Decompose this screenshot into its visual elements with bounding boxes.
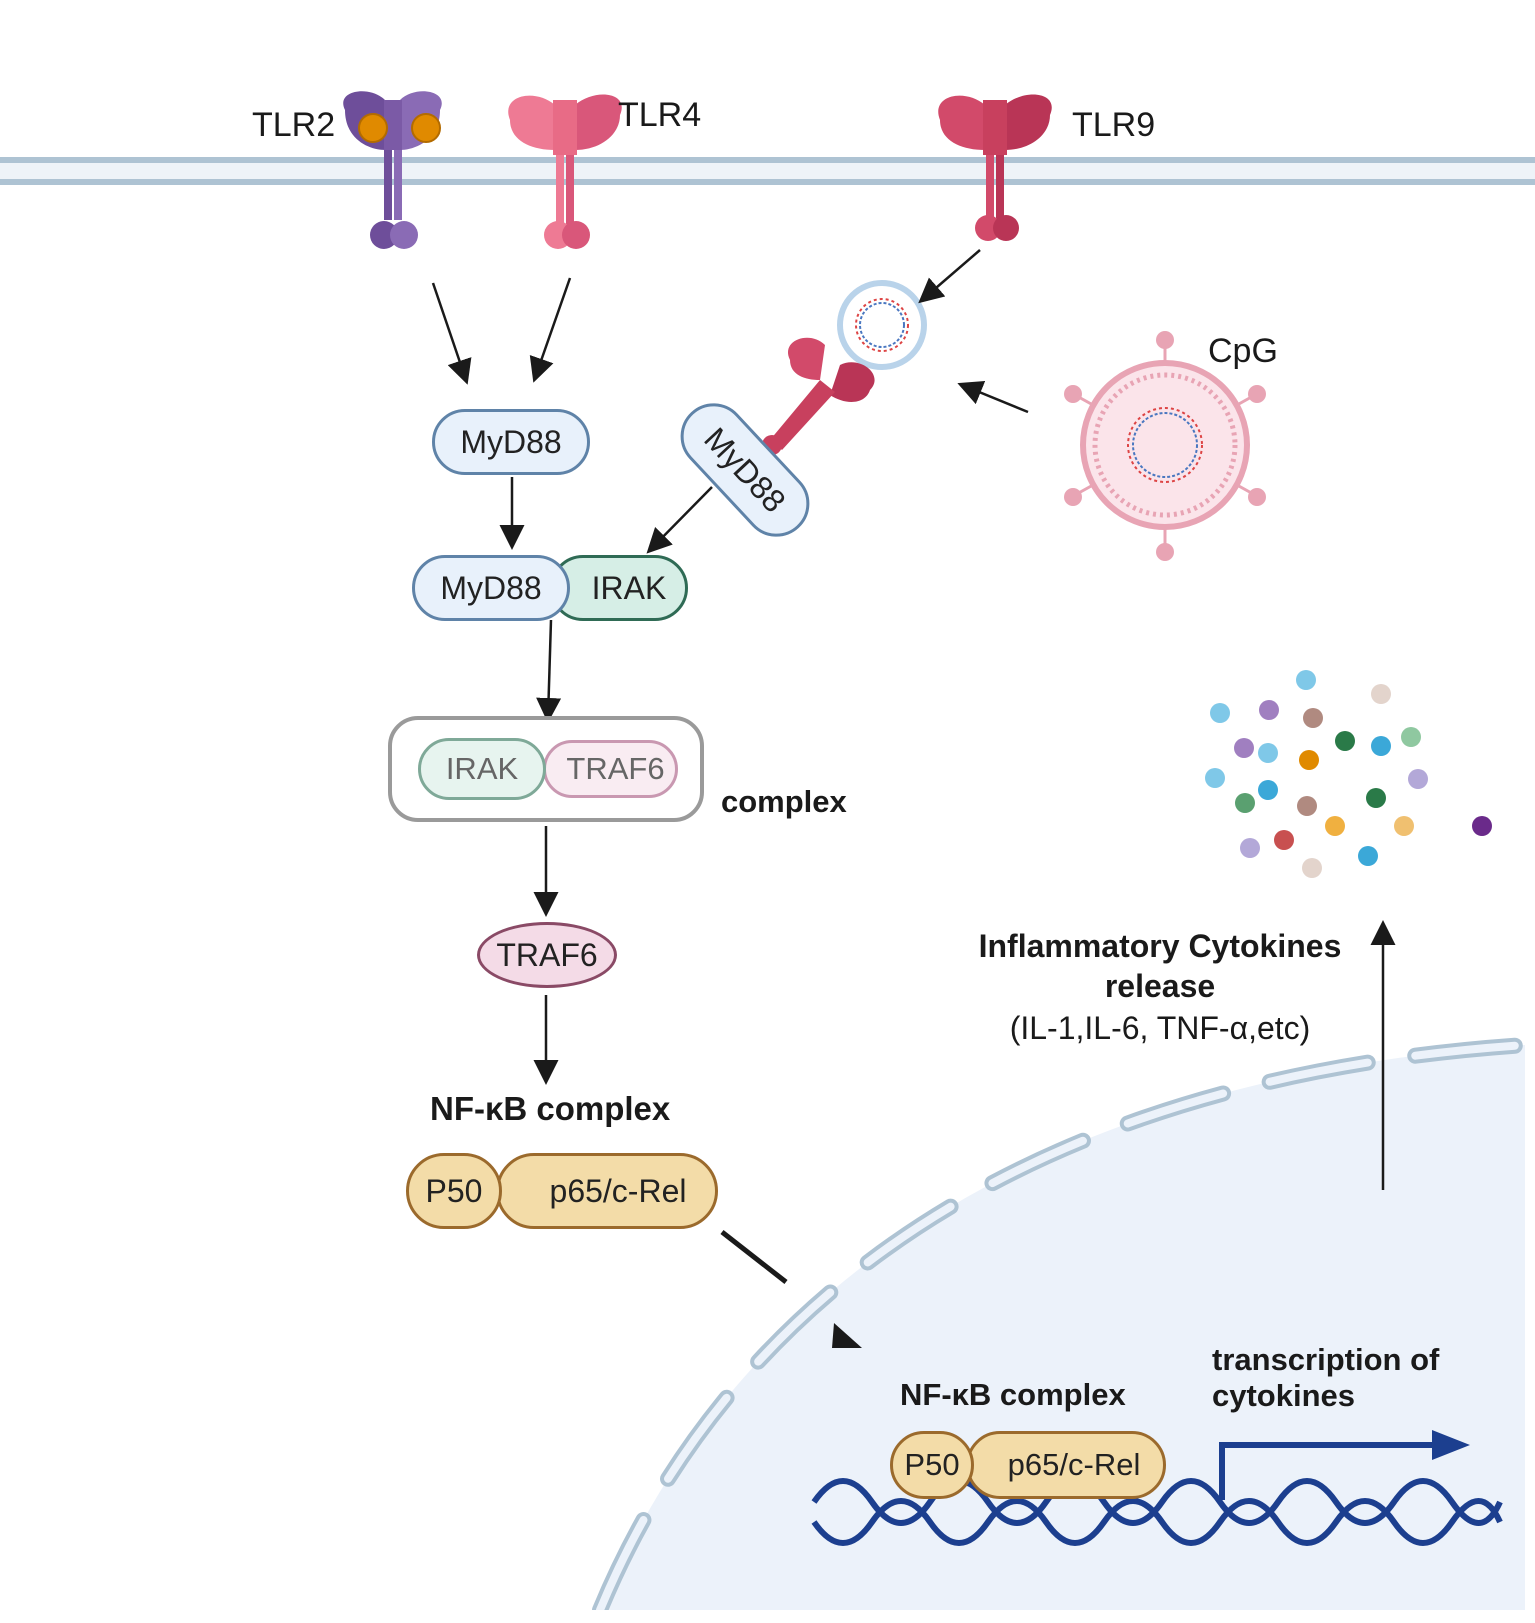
nfkb-p65-pill: p65/c-Rel (496, 1153, 718, 1229)
cytokines-line3: (IL-1,IL-6, TNF-α,etc) (1009, 1010, 1311, 1046)
nfkb-nucleus-title: NF-κB complex (900, 1377, 1126, 1412)
tlr2-label: TLR2 (252, 106, 336, 144)
pathway-arrows (431, 249, 1396, 1284)
dna-helix-icon (811, 1478, 1503, 1546)
nfkb-nucleus-p50-label: P50 (904, 1447, 960, 1482)
traf6-pill: TRAF6 (477, 922, 617, 988)
nfkb-p50-pill: P50 (406, 1153, 502, 1229)
cpg-virus-icon (1064, 331, 1266, 561)
irak-label: IRAK (591, 569, 667, 606)
cytokines-line1: Inflammatory Cytokines (978, 928, 1342, 964)
traf6-label: TRAF6 (496, 936, 598, 973)
complex-irak-label: IRAK (445, 751, 519, 786)
nfkb-nucleus-p65-label: p65/c-Rel (1007, 1447, 1141, 1482)
myd88-irak-label: MyD88 (440, 569, 542, 606)
complex-irak-pill: IRAK (418, 738, 546, 800)
tlr2-receptor-icon (343, 91, 442, 249)
myd88-pill: MyD88 (432, 409, 590, 475)
myd88-irak-pill: MyD88 (412, 555, 570, 621)
nfkb-p65-label: p65/c-Rel (549, 1172, 687, 1209)
nfkb-nucleus-p50-pill: P50 (890, 1431, 974, 1499)
myd88-label: MyD88 (460, 423, 562, 460)
tlr4-receptor-icon (508, 94, 622, 249)
tlr9-label: TLR9 (1072, 106, 1156, 144)
nuclear-entry-arrowhead (832, 1323, 862, 1348)
cell-membrane (0, 157, 1535, 185)
transcription-line2: cytokines (1212, 1378, 1356, 1413)
tlr9-receptor-icon (938, 94, 1052, 241)
tlr9-internal-icon (762, 337, 875, 455)
cpg-label: CpG (1208, 332, 1278, 370)
transcription-arrow-icon (1219, 1430, 1470, 1500)
complex-label: complex (721, 784, 847, 819)
endosome-icon (837, 280, 927, 370)
nucleus (592, 1037, 1533, 1610)
complex-traf6-pill: TRAF6 (543, 740, 678, 798)
nfkb-nucleus-p65-pill: p65/c-Rel (966, 1431, 1166, 1499)
complex-traf6-label: TRAF6 (566, 751, 665, 786)
tlr4-label: TLR4 (618, 96, 702, 134)
transcription-line1: transcription of (1212, 1342, 1440, 1377)
cytokine-dots (1205, 670, 1492, 878)
cytokines-line2: release (1104, 968, 1216, 1004)
nfkb-p50-label: P50 (425, 1172, 483, 1209)
irak-pill: IRAK (550, 555, 688, 621)
nfkb-cytoplasm-title: NF-κB complex (430, 1090, 671, 1127)
